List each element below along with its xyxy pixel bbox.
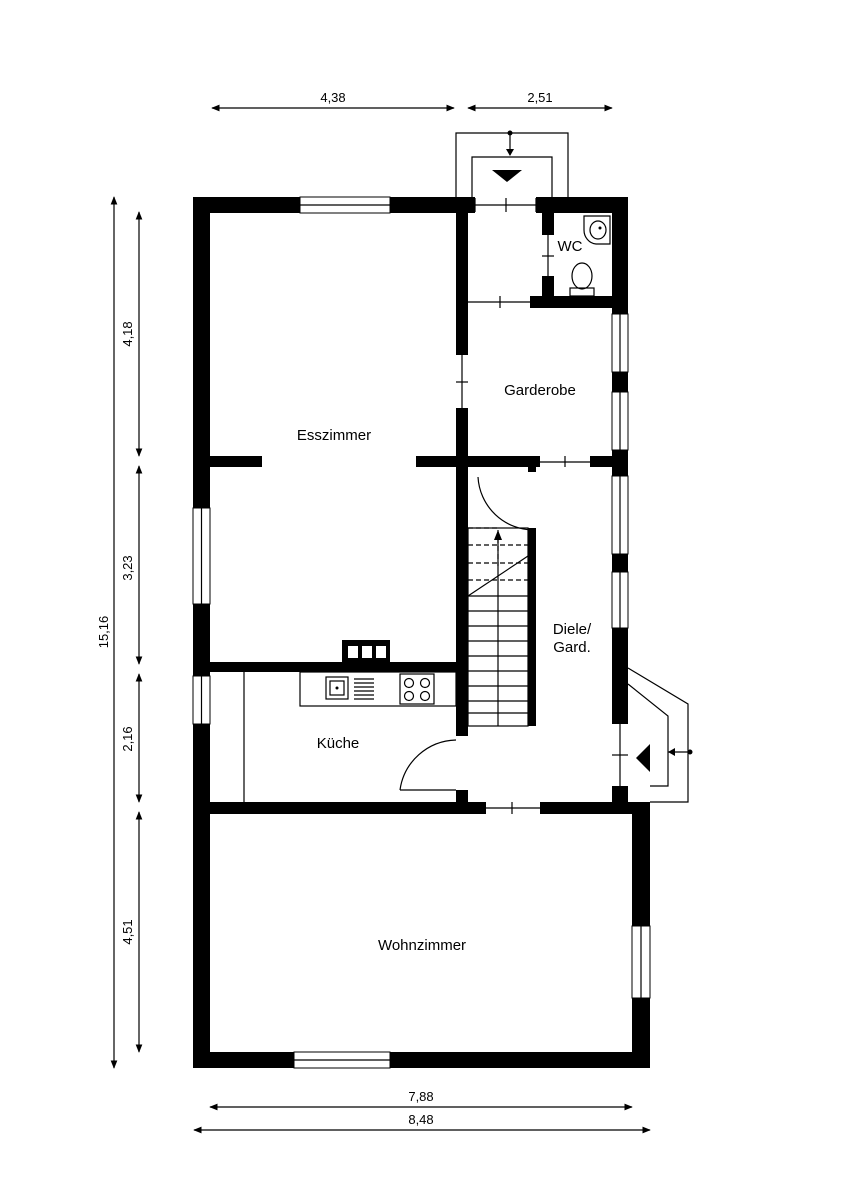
stove-icon <box>399 673 435 705</box>
dimension-top-left: 4,38 <box>211 90 455 112</box>
dimension-label-seg-2: 3,23 <box>120 555 135 580</box>
side-entrance-arrow-icon <box>636 744 650 772</box>
room-label-esszimmer: Esszimmer <box>297 427 371 444</box>
wc-fixtures <box>569 215 611 297</box>
room-label-wohnzimmer: Wohnzimmer <box>378 937 466 954</box>
door-swings <box>399 476 535 791</box>
window-esszimmer-left <box>192 507 211 605</box>
dimension-label-top-right: 2,51 <box>527 90 552 105</box>
window-garderobe-right-1 <box>611 313 629 373</box>
kitchen-counter <box>299 671 457 707</box>
dimension-seg-1: 4,18 <box>120 211 143 457</box>
window-esszimmer-top <box>299 196 391 214</box>
dimension-seg-4: 4,51 <box>120 811 143 1053</box>
room-label-garderobe: Garderobe <box>504 382 576 399</box>
dimension-inner-width: 7,88 <box>209 1089 633 1111</box>
room-label-kueche: Küche <box>317 735 360 752</box>
windows <box>192 196 651 1069</box>
sink-icon <box>325 676 374 700</box>
room-label-diele-line2: Gard. <box>553 639 591 656</box>
dimension-label-outer-width: 8,48 <box>408 1112 433 1127</box>
interior-walls <box>210 197 650 814</box>
kitchen-fixtures <box>243 640 457 802</box>
toilet-icon <box>569 262 595 297</box>
window-kueche-left <box>192 675 211 725</box>
washbasin-icon <box>583 215 611 245</box>
room-label-wc: WC <box>558 238 583 255</box>
window-diele-right-1 <box>611 475 629 555</box>
chimney-icon <box>342 640 390 664</box>
dimension-label-seg-3: 2,16 <box>120 726 135 751</box>
dimension-label-total-height: 15,16 <box>96 616 111 649</box>
dimension-seg-3: 2,16 <box>120 673 143 803</box>
stair-direction-arrow-icon <box>494 530 502 540</box>
room-label-diele-line1: Diele/ <box>553 621 592 638</box>
side-entrance-bay <box>627 667 693 803</box>
dimension-seg-2: 3,23 <box>120 465 143 665</box>
top-entrance-canopy <box>455 130 569 197</box>
dimension-total-height: 15,16 <box>96 196 118 1069</box>
dimension-label-seg-1: 4,18 <box>120 321 135 346</box>
dimension-outer-width: 8,48 <box>193 1112 651 1134</box>
opening-ticks <box>456 198 628 814</box>
staircase <box>467 527 536 727</box>
window-diele-right-2 <box>611 571 629 629</box>
dimension-label-seg-4: 4,51 <box>120 919 135 944</box>
window-wohnzimmer-right <box>631 925 651 999</box>
window-garderobe-right-2 <box>611 391 629 451</box>
window-wohnzimmer-bottom <box>293 1051 391 1069</box>
dimension-label-inner-width: 7,88 <box>408 1089 433 1104</box>
dimension-top-right: 2,51 <box>467 90 613 112</box>
dimension-label-top-left: 4,38 <box>320 90 345 105</box>
entrance-arrow-icon <box>492 170 522 182</box>
